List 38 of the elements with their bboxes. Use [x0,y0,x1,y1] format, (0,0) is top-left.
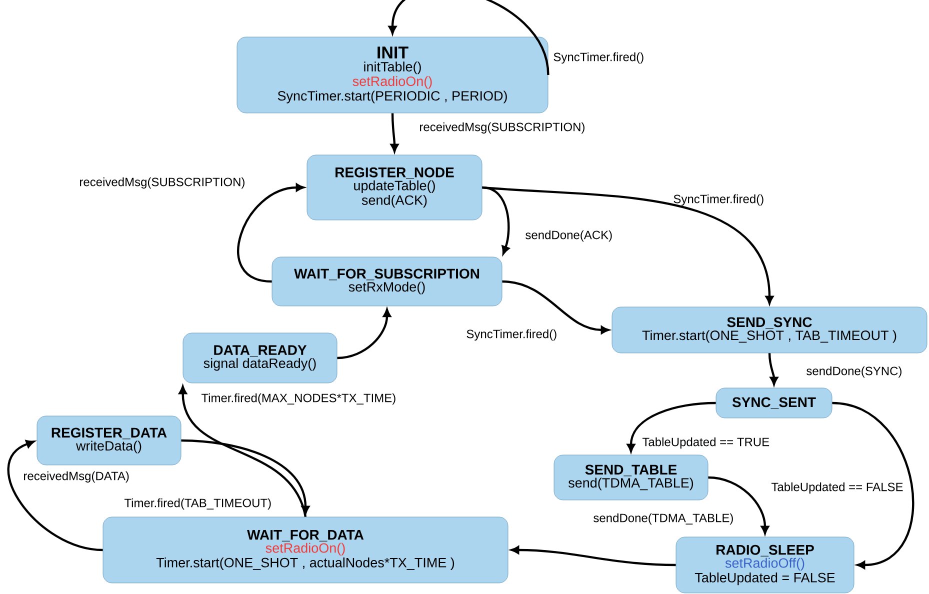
arrow [627,402,716,452]
arrow [482,186,510,254]
edge-label: Timer.fired(MAX_NODES*TX_TIME) [201,393,396,405]
arrow [7,440,103,552]
edge-label: TableUpdated == FALSE [771,482,903,494]
edge-label: TableUpdated == TRUE [642,437,770,449]
arrow [482,186,774,304]
state-box: DATA_READY signal dataReady() [182,332,338,384]
edge-label: receivedMsg(SUBSCRIPTION) [80,177,244,189]
edge-label: sendDone(ACK) [526,230,612,242]
arrow [768,353,778,386]
state-box: SEND_TABLE send(TDMA_TABLE) [554,454,708,500]
arrow [832,402,914,569]
state-box: WAIT_FOR_SUBSCRIPTION setRxMode() [272,256,502,306]
edge-label: sendDone(SYNC) [806,366,902,378]
state-box: SYNC_SENT [716,388,832,418]
edge-label: receivedMsg(DATA) [24,471,129,483]
edge-label: SyncTimer.fired() [466,329,556,341]
edge-label: SyncTimer.fired() [554,52,644,64]
state-box: RADIO_SLEEP setRadioOff() TableUpdated = FALSE [676,536,854,594]
arrow [337,308,391,360]
arrow [510,546,676,566]
state-box: REGISTER_DATA writeData() [36,416,182,466]
arrow [178,386,307,518]
edge-label: sendDone(TDMA_TABLE) [594,513,733,525]
arrow [502,280,610,334]
edge-label: Timer.fired(TAB_TIMEOUT) [124,498,271,510]
edge-label: receivedMsg(SUBSCRIPTION) [420,122,584,134]
edge-label: SyncTimer.fired() [674,194,764,206]
arrow [708,476,769,534]
state-box: WAIT_FOR_DATA setRadioOn() Timer.start(ONE_SHOT , actualNodes*TX_TIME ) [102,516,508,584]
state-box: REGISTER_NODE updateTable() send(ACK) [306,154,482,220]
arrow [181,439,310,514]
state-box: SEND_SYNC Timer.start(ONE_SHOT , TAB_TIMEOUT ) [612,306,928,354]
arrow [388,0,550,76]
arrow [390,113,398,152]
arrow [237,184,304,283]
state-box: INIT initTable() setRadioOn() SyncTimer.start(PERIODIC , PERIOD) [236,36,548,114]
